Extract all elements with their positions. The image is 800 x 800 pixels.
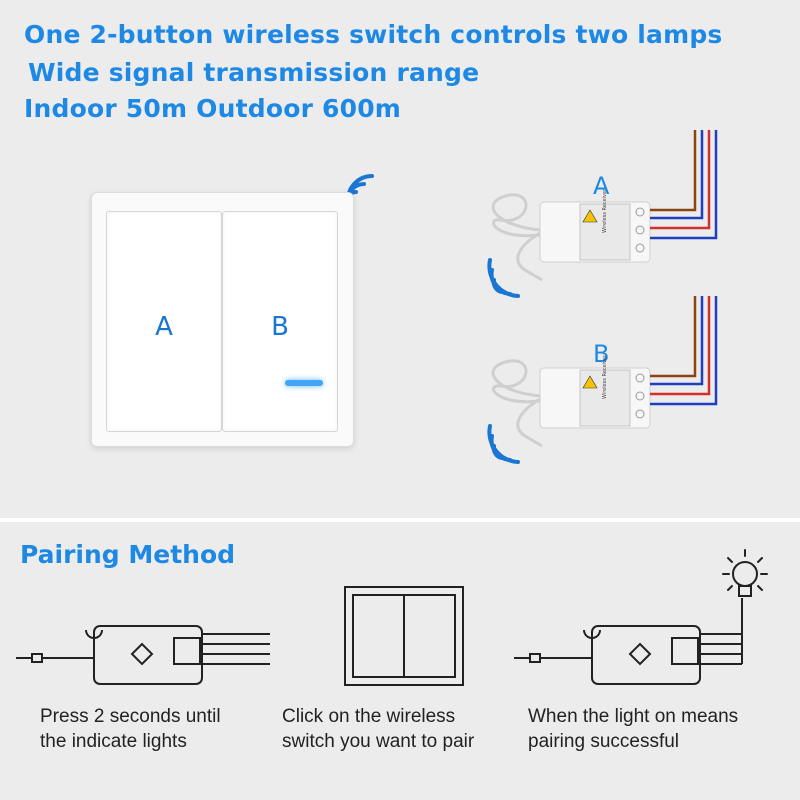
- receiver-a-case-text: Wireless Receiver: [602, 188, 608, 233]
- step-1-line-1: Press 2 seconds until: [40, 706, 221, 727]
- pairing-method-title: Pairing Method: [20, 540, 236, 569]
- receiver-b: Wireless Receiver: [487, 296, 718, 464]
- step-1-text: Press 2 seconds until the indicate light…: [40, 704, 221, 754]
- step-3-line-2: pairing successful: [528, 731, 680, 752]
- wireless-wall-switch: A B: [91, 192, 354, 447]
- step-2-line-2: switch you want to pair: [282, 731, 475, 752]
- headline-line-2: Wide signal transmission range: [28, 58, 480, 87]
- step-2-line-1: Click on the wireless: [282, 706, 456, 727]
- switch-button-b[interactable]: B: [222, 211, 338, 432]
- switch-button-a[interactable]: A: [106, 211, 222, 432]
- receiver-a-label: A: [593, 172, 610, 200]
- step-3-text: When the light on means pairing successf…: [528, 704, 738, 754]
- section-divider: [0, 518, 800, 522]
- step3-receiver-diagram: [514, 598, 743, 685]
- step-2-text: Click on the wireless switch you want to…: [282, 704, 474, 754]
- step-3-line-1: When the light on means: [528, 706, 739, 727]
- receiver-b-case-text: Wireless Receiver: [602, 354, 608, 399]
- light-bulb-icon: [722, 549, 768, 597]
- step1-receiver-diagram: [16, 625, 270, 685]
- wifi-signal-icon: [487, 258, 520, 298]
- step-1-line-2: the indicate lights: [40, 731, 187, 752]
- switch-button-b-label: B: [271, 312, 289, 342]
- step2-switch-diagram: [344, 586, 464, 686]
- receiver-b-label: B: [593, 340, 610, 368]
- indicator-light: [285, 380, 323, 386]
- receiver-a: Wireless Receiver: [487, 130, 718, 298]
- switch-button-a-label: A: [155, 312, 173, 342]
- headline-line-3: Indoor 50m Outdoor 600m: [24, 94, 402, 123]
- wifi-signal-icon: [487, 424, 520, 464]
- headline-line-1: One 2-button wireless switch controls tw…: [24, 20, 723, 49]
